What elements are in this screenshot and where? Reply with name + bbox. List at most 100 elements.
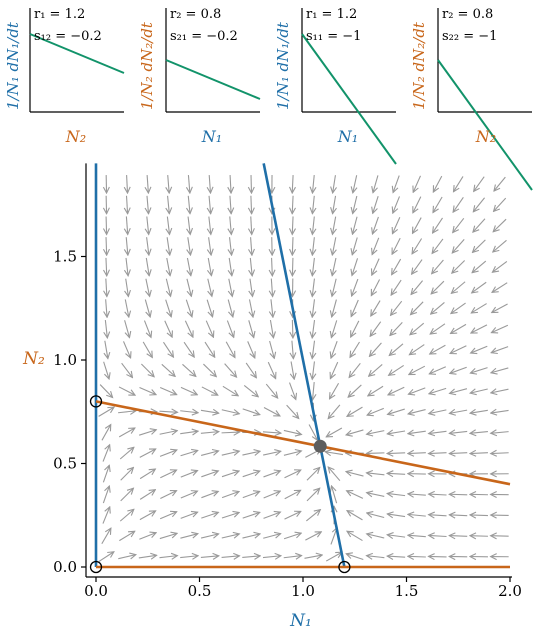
vector-arrow [305,532,321,541]
vector-arrow [188,237,191,255]
vector-arrow [491,410,509,413]
vector-arrow [312,278,314,297]
vector-arrow [433,196,443,213]
vector-arrow [292,257,293,276]
vector-arrow [372,216,379,234]
vector-arrow [392,217,401,233]
vector-arrow [98,407,114,417]
vector-arrow [312,257,314,276]
vector-arrow [347,511,363,521]
vector-arrow [408,556,426,557]
vector-arrow [312,299,314,317]
vector-arrow [118,386,135,395]
panel-4-line [437,59,533,191]
vector-arrow [242,491,260,499]
vector-arrow [312,382,314,400]
vector-arrow [332,237,335,255]
vector-arrow [346,472,364,477]
vector-arrow [203,363,216,377]
vector-arrow [409,365,426,374]
vector-arrow [98,552,114,563]
panel-1-line [29,33,125,74]
vector-arrow [351,320,360,337]
vector-arrow [119,509,134,522]
vector-field [98,175,509,563]
panel-1-param-1: r₁ = 1.2 [34,7,85,22]
vector-arrow [491,453,509,454]
vector-arrow [126,237,128,255]
vector-arrow [248,320,254,337]
vector-arrow [288,382,296,400]
vector-arrow [332,278,337,297]
vector-arrow [224,363,237,378]
vector-arrow [106,216,107,234]
vector-arrow [221,432,240,433]
vector-arrow [250,278,253,297]
vector-arrow [242,512,260,519]
vector-arrow [147,195,149,214]
vector-arrow [470,367,488,373]
vector-arrow [433,217,443,233]
vector-arrow [349,362,361,377]
vector-arrow [387,535,406,537]
vector-arrow [391,279,402,295]
equilibrium-point-unstable [89,395,103,408]
vector-arrow [222,385,238,395]
vector-arrow [491,389,509,393]
vector-arrow [353,195,357,214]
panel-1-ylabel: 1/N₁ dN₁/dt [4,21,22,110]
vector-arrow [369,364,383,376]
vector-arrow [180,431,198,433]
vector-arrow [139,533,156,540]
vector-arrow [367,407,384,415]
vector-arrow [429,387,447,393]
vector-arrow [180,512,198,519]
vector-arrow [470,536,488,537]
vector-arrow [271,299,273,317]
vector-arrow [180,491,198,499]
vector-arrow [312,340,314,359]
vector-arrow [105,340,108,359]
vector-arrow [125,299,129,317]
vector-arrow [119,531,134,542]
vector-arrow [449,410,468,413]
vector-arrow [371,300,381,316]
vector-arrow [408,387,426,394]
vector-arrow [453,176,464,191]
vector-arrow [251,237,252,255]
vector-arrow [411,280,424,295]
vector-arrow [180,534,197,539]
vector-arrow [451,302,466,313]
vector-arrow [209,175,210,193]
vector-arrow [292,195,293,214]
panel-1-series-line [29,33,125,74]
vector-arrow [350,341,360,357]
vector-arrow [352,216,358,234]
vector-arrow [493,218,507,232]
vector-arrow [103,361,109,379]
vector-arrow [182,363,195,376]
vector-arrow [188,195,190,214]
vector-arrow [144,299,150,317]
vector-arrow [146,278,150,297]
vector-arrow [251,216,252,234]
vector-arrow [242,534,260,538]
vector-arrow [159,411,177,412]
vector-arrow [205,320,213,337]
vector-arrow [387,493,406,495]
x-tick-label: 2.0 [498,582,522,600]
vector-arrow [430,323,446,334]
vector-arrow [347,491,364,499]
vector-arrow [167,257,170,276]
vector-arrow [472,260,487,273]
vector-arrow [147,237,149,255]
vector-arrow [283,430,302,434]
vector-arrow [230,195,231,214]
vector-arrow [126,278,129,297]
vector-arrow [106,278,107,297]
vector-arrow [351,299,359,317]
vector-arrow [188,216,190,235]
vector-arrow [284,490,301,500]
vector-arrow [292,340,293,359]
